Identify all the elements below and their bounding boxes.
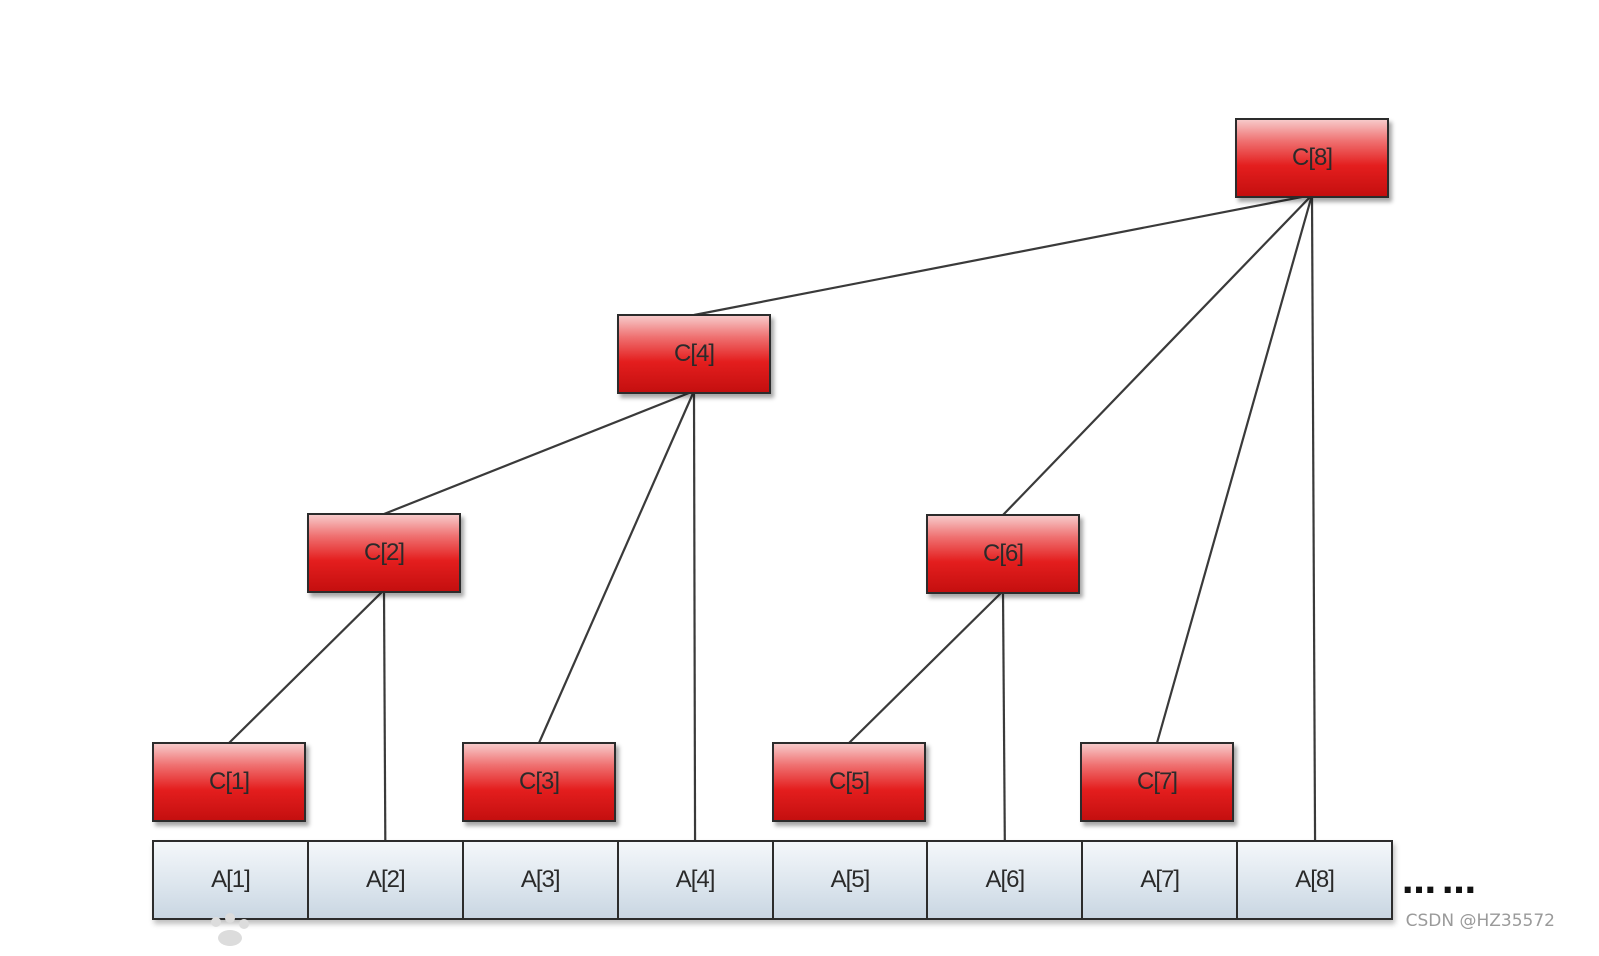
- node-c5-label: C[5]: [828, 768, 870, 795]
- node-c7: C[7]: [1080, 742, 1234, 822]
- array-cell-label: A[6]: [985, 866, 1025, 893]
- edge-c6-c5: [848, 590, 1004, 744]
- edge-c2-a2: [382, 589, 387, 842]
- array-a-row: A[1] A[2] A[3] A[4] A[5] A[6] A[7] A[8]: [152, 840, 1393, 920]
- array-cell-label: A[3]: [520, 866, 561, 893]
- array-cell-a7: A[7]: [1082, 840, 1238, 920]
- node-c5: C[5]: [772, 742, 926, 822]
- node-c2: C[2]: [307, 513, 461, 593]
- array-cell-a4: A[4]: [617, 840, 773, 920]
- node-c6-label: C[6]: [982, 540, 1024, 567]
- node-c6: C[6]: [926, 514, 1080, 594]
- node-c3-label: C[3]: [518, 768, 560, 795]
- edge-c8-c6: [1002, 194, 1313, 516]
- array-cell-a3: A[3]: [462, 840, 618, 920]
- array-cell-a6: A[6]: [927, 840, 1083, 920]
- edge-c8-c4: [693, 193, 1313, 317]
- paw-watermark-icon: [211, 913, 249, 946]
- array-cell-label: A[5]: [830, 866, 871, 893]
- node-c4: C[4]: [617, 314, 771, 394]
- csdn-watermark: CSDN @HZ35572: [1405, 911, 1555, 931]
- edge-c4-a4: [692, 390, 697, 842]
- array-cell-label: A[4]: [675, 866, 716, 893]
- array-cell-a2: A[2]: [307, 840, 463, 920]
- array-cell-a5: A[5]: [772, 840, 928, 920]
- node-c8-label: C[8]: [1291, 144, 1333, 171]
- array-cell-a8: A[8]: [1237, 840, 1393, 920]
- node-c4-label: C[4]: [673, 340, 715, 367]
- edge-c6-a6: [1001, 590, 1006, 842]
- edge-c4-c2: [383, 389, 695, 516]
- node-c7-label: C[7]: [1136, 768, 1178, 795]
- node-c3: C[3]: [462, 742, 616, 822]
- array-cell-label: A[8]: [1295, 866, 1335, 893]
- node-c1: C[1]: [152, 742, 306, 822]
- continuation-ellipsis: ……: [1402, 862, 1482, 902]
- edge-c2-c1: [228, 589, 385, 744]
- node-c2-label: C[2]: [363, 539, 405, 566]
- edge-c8-c7: [1155, 194, 1314, 744]
- edge-c4-c3: [537, 390, 696, 744]
- node-c1-label: C[1]: [208, 768, 250, 795]
- array-cell-a1: A[1]: [152, 840, 308, 920]
- array-cell-label: A[7]: [1140, 866, 1180, 893]
- array-cell-label: A[2]: [365, 866, 406, 893]
- array-cell-label: A[1]: [211, 866, 251, 893]
- node-c8: C[8]: [1235, 118, 1389, 198]
- edge-c8-a8: [1310, 194, 1317, 842]
